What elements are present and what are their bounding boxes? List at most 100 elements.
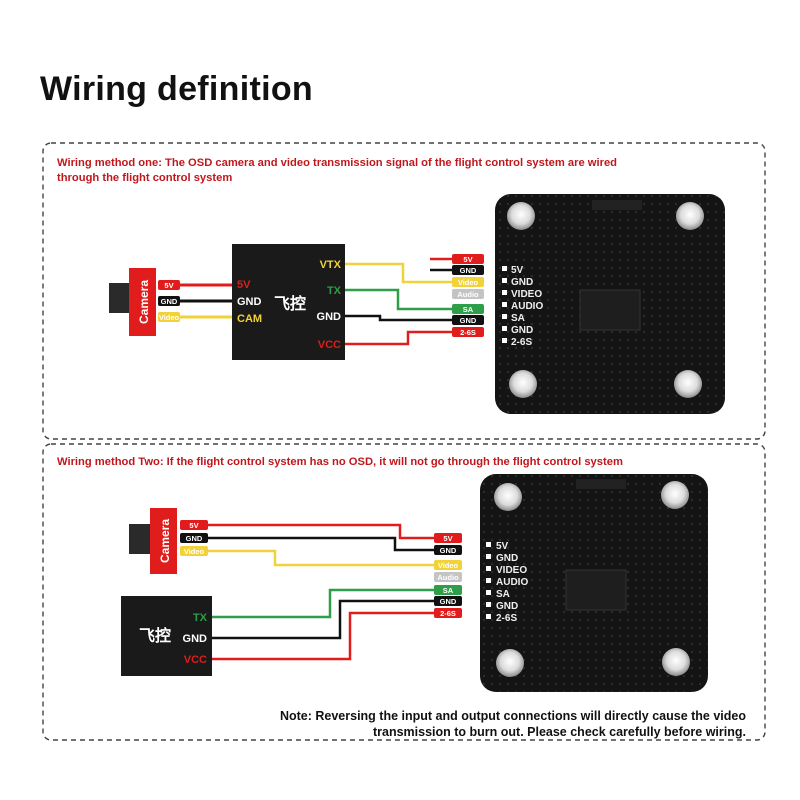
cam1-tag-5v bbox=[158, 280, 180, 290]
vtx1-pad bbox=[502, 290, 507, 295]
vtx1-pad bbox=[502, 326, 507, 331]
vtx2-tag-gnd bbox=[434, 545, 462, 555]
vtx1-pad bbox=[502, 338, 507, 343]
vtx1-mount-hole bbox=[509, 370, 537, 398]
vtx2-tag-gnd2 bbox=[434, 596, 462, 606]
vtx1-tag-5v-label: 5V bbox=[463, 255, 472, 264]
vtx1-tag-gnd bbox=[452, 265, 484, 275]
fc1-pin-vcc: VCC bbox=[318, 339, 341, 351]
vtx2-pad bbox=[486, 554, 491, 559]
vtx1-pad-gnd2: GND bbox=[511, 325, 533, 336]
vtx1-tag-sa-label: SA bbox=[463, 305, 474, 314]
method-one-description: Wiring method one: The OSD camera and vi… bbox=[57, 157, 617, 184]
vtx1-tag-video-label: Video bbox=[458, 278, 479, 287]
vtx2-pad-audio: AUDIO bbox=[496, 577, 528, 588]
cam1-tag-gnd bbox=[158, 296, 180, 306]
vtx1-chip bbox=[579, 289, 641, 331]
vtx-board-1: 5V GND VIDEO AUDIO SA GND 2-6S bbox=[495, 194, 725, 414]
cam1-pin-5v: 5V bbox=[164, 281, 173, 290]
vtx2-pad-gnd2: GND bbox=[496, 601, 518, 612]
vtx1-tag-video bbox=[452, 277, 484, 287]
flight-controller-1 bbox=[232, 244, 345, 360]
vtx2-tag-video-label: Video bbox=[438, 561, 459, 570]
vtx1-tag-26s-label: 2-6S bbox=[460, 328, 476, 337]
vtx1-pad bbox=[502, 314, 507, 319]
wiring-note: Note: Reversing the input and output con… bbox=[279, 709, 746, 739]
vtx1-mount-hole bbox=[674, 370, 702, 398]
method-two-description: Wiring method Two: If the flight control… bbox=[57, 456, 623, 468]
vtx2-pad bbox=[486, 602, 491, 607]
fc2-pin-tx: TX bbox=[193, 612, 208, 624]
vtx2-chip bbox=[565, 569, 627, 611]
vtx2-pad bbox=[486, 578, 491, 583]
fc2-wires bbox=[212, 588, 434, 661]
vtx2-pad bbox=[486, 566, 491, 571]
vtx2-tag-5v bbox=[434, 533, 462, 543]
vtx1-tag-5v bbox=[452, 254, 484, 264]
camera-lens bbox=[109, 283, 131, 313]
vtx1-tag-gnd2-label: GND bbox=[460, 316, 477, 325]
vtx-board-2: 5V GND VIDEO AUDIO SA GND 2-6S bbox=[480, 474, 708, 692]
vtx1-pad-gnd: GND bbox=[511, 277, 533, 288]
vtx1-pad bbox=[502, 266, 507, 271]
vtx1-pad bbox=[502, 302, 507, 307]
cam2-tag-gnd bbox=[180, 533, 208, 543]
vtx2-tag-video bbox=[434, 560, 462, 570]
vtx2-tag-sa-label: SA bbox=[443, 586, 454, 595]
page-title: Wiring definition bbox=[40, 70, 313, 108]
vtx2-tag-gnd-label: GND bbox=[440, 546, 457, 555]
vtx2-pad bbox=[486, 614, 491, 619]
fc1-name: 飞控 bbox=[274, 294, 306, 313]
fc1-pin-tx: TX bbox=[327, 285, 342, 297]
vtx2-pad bbox=[486, 542, 491, 547]
vtx2-pad bbox=[486, 590, 491, 595]
vtx2-pad-5v: 5V bbox=[496, 541, 509, 552]
vtx1-tag-audio bbox=[452, 289, 484, 299]
vtx1-pad-video: VIDEO bbox=[511, 289, 542, 300]
vtx1-chip bbox=[592, 200, 642, 210]
fc1-pin-vtx: VTX bbox=[320, 259, 342, 271]
vtx2-pad-sa: SA bbox=[496, 589, 510, 600]
vtx1-tags: 5V GND Video Audio SA GND 2-6S bbox=[452, 254, 484, 337]
vtx2-mount-hole bbox=[494, 483, 522, 511]
vtx1-tag-gnd-label: GND bbox=[460, 266, 477, 275]
cam2-pin-5v: 5V bbox=[189, 521, 198, 530]
vtx2-mount-hole bbox=[496, 649, 524, 677]
camera-1: Camera bbox=[109, 268, 156, 336]
vtx1-tag-26s bbox=[452, 327, 484, 337]
vtx2-tag-26s-label: 2-6S bbox=[440, 609, 456, 618]
cam2-wires bbox=[208, 523, 434, 567]
vtx1-pad-26s: 2-6S bbox=[511, 337, 532, 348]
cam1-tag-video bbox=[158, 312, 180, 322]
vtx2-tag-26s bbox=[434, 608, 462, 618]
camera-label: Camera bbox=[137, 280, 151, 324]
vtx1-mount-hole bbox=[507, 202, 535, 230]
vtx2-chip bbox=[576, 479, 626, 489]
vtx2-tag-audio bbox=[434, 572, 462, 582]
camera-2: Camera bbox=[129, 508, 177, 574]
camera-body bbox=[129, 268, 156, 336]
fc2-pin-gnd: GND bbox=[183, 633, 208, 645]
camera-body bbox=[150, 508, 177, 574]
vtx1-tag-sa bbox=[452, 304, 484, 314]
vtx1-tag-gnd2 bbox=[452, 315, 484, 325]
cam2-tag-video bbox=[180, 546, 208, 556]
cam2-pin-gnd: GND bbox=[186, 534, 203, 543]
vtx1-mount-hole bbox=[676, 202, 704, 230]
camera-lens bbox=[129, 524, 151, 554]
cam1-pin-gnd: GND bbox=[161, 297, 178, 306]
fc1-pin-gnd-r: GND bbox=[317, 311, 342, 323]
cam2-tag-5v bbox=[180, 520, 208, 530]
cam1-wires bbox=[180, 283, 232, 319]
fc2-pin-vcc: VCC bbox=[184, 654, 207, 666]
fc2-name: 飞控 bbox=[139, 626, 171, 645]
vtx1-pad-5v: 5V bbox=[511, 265, 524, 276]
fc1-pin-5v: 5V bbox=[237, 279, 251, 291]
vtx1-pad-audio: AUDIO bbox=[511, 301, 543, 312]
fc1-pin-gnd: GND bbox=[237, 296, 262, 308]
cam1-pin-video: Video bbox=[159, 313, 180, 322]
vtx2-pad-gnd: GND bbox=[496, 553, 518, 564]
vtx2-pad-video: VIDEO bbox=[496, 565, 527, 576]
vtx2-tag-sa bbox=[434, 585, 462, 595]
